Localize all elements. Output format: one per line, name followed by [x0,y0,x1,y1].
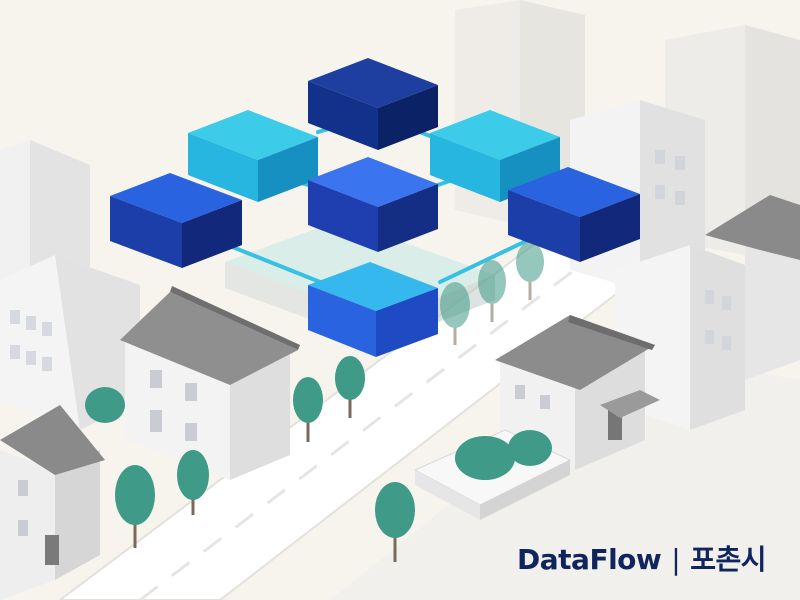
tree-icon [115,465,155,548]
brand-separator: | [671,543,681,576]
brand-city: 포촌시 [690,543,766,576]
tree-icon [478,260,506,322]
garden-planter [413,429,572,520]
brand-name: DataFlow [517,543,662,576]
house-center-left [120,286,300,480]
building-right-low [615,245,745,430]
tree-icon [85,387,125,423]
data-cube-icon [308,58,438,150]
tree-icon [440,282,470,345]
house-bottom-left [0,405,105,600]
data-cube-icon [308,262,438,357]
tree-icon [335,356,365,418]
data-cube-icon [430,110,560,202]
brand-logo: DataFlow | 포촌시 [517,538,766,578]
tree-icon [516,242,544,300]
tree-icon [177,450,209,515]
data-cube-icon [188,110,318,202]
data-cube-icon [110,173,242,268]
building-left-mid [0,255,140,430]
data-cube-icon [308,157,438,252]
trees [85,242,544,562]
data-cube-icon [508,167,640,262]
house-far-right [705,195,800,380]
tree-icon [293,377,323,442]
tree-icon [375,482,415,562]
data-cubes [110,58,640,357]
